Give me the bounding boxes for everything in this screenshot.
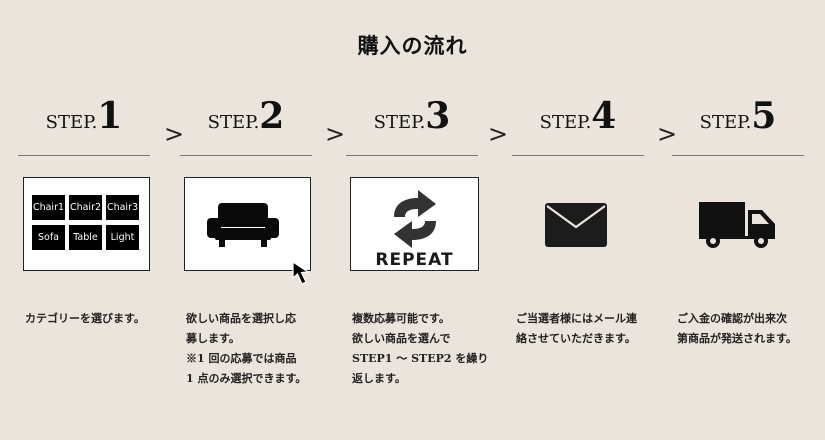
- step-5: STEP.5: [672, 95, 804, 156]
- step-number: 4: [591, 95, 617, 137]
- sofa-icon: [207, 203, 279, 247]
- step-word: STEP.: [207, 112, 260, 133]
- category-tile[interactable]: Sofa: [32, 225, 65, 250]
- description-line: 絡させていただきます。: [516, 332, 636, 345]
- step-3-label: STEP.3: [346, 95, 478, 147]
- category-tile[interactable]: Table: [69, 225, 102, 250]
- repeat-arrows-icon: [394, 190, 436, 248]
- envelope-icon: [545, 203, 607, 247]
- step-2-description: 欲しい商品を選択し応 募します。 ※1 回の応募では商品 1 点のみ選択できます…: [186, 309, 321, 389]
- step-3: STEP.3: [346, 95, 478, 156]
- step-word: STEP.: [539, 112, 592, 133]
- step-5-description: ご入金の確認が出来次 第商品が発送されます。: [677, 309, 812, 349]
- step-4-description: ご当選者様にはメール連 絡させていただきます。: [516, 309, 651, 349]
- category-grid: Chair1 Chair2 Chair3 Sofa Table Light: [32, 195, 139, 250]
- description-line: 複数応募可能です。: [352, 312, 450, 325]
- step-number: 2: [259, 95, 285, 137]
- category-tile[interactable]: Chair1: [32, 195, 65, 220]
- step-word: STEP.: [699, 112, 752, 133]
- description-line: 欲しい商品を選んで: [352, 332, 451, 345]
- step-4: STEP.4: [512, 95, 644, 156]
- description-line: ご入金の確認が出来次: [677, 312, 787, 325]
- category-tile[interactable]: Chair3: [106, 195, 139, 220]
- step-3-description: 複数応募可能です。 欲しい商品を選んで STEP1 ～ STEP2 を繰り 返し…: [352, 309, 489, 389]
- step-5-label: STEP.5: [672, 95, 804, 147]
- step-divider: [180, 155, 312, 156]
- description-line: 第商品が発送されます。: [677, 332, 797, 345]
- step-2-label: STEP.2: [180, 95, 312, 147]
- repeat-label: REPEAT: [375, 250, 454, 270]
- description-line: カテゴリーを選びます。: [25, 312, 145, 325]
- description-line: 欲しい商品を選択し応: [186, 312, 296, 325]
- category-tile[interactable]: Chair2: [69, 195, 102, 220]
- delivery-truck-icon: [699, 202, 775, 248]
- description-line: ※1 回の応募では商品: [186, 352, 297, 365]
- chevron-right-icon: >: [488, 120, 509, 148]
- step-2: STEP.2: [180, 95, 312, 156]
- description-line: STEP1 ～ STEP2 を繰り: [352, 352, 489, 365]
- step-divider: [672, 155, 804, 156]
- step-number: 1: [97, 95, 123, 137]
- cursor-arrow-icon: [292, 260, 310, 285]
- category-panel: Chair1 Chair2 Chair3 Sofa Table Light: [23, 177, 150, 271]
- description-line: ご当選者様にはメール連: [516, 312, 637, 325]
- step-1-description: カテゴリーを選びます。: [25, 309, 160, 329]
- category-tile[interactable]: Light: [106, 225, 139, 250]
- chevron-right-icon: >: [164, 120, 185, 148]
- page-title: 購入の流れ: [357, 33, 468, 58]
- step-word: STEP.: [45, 112, 98, 133]
- step-1-label: STEP.1: [18, 95, 150, 147]
- chevron-right-icon: >: [325, 120, 346, 148]
- step-1: STEP.1: [18, 95, 150, 156]
- description-line: 募します。: [186, 332, 240, 345]
- step-word: STEP.: [373, 112, 426, 133]
- repeat-panel: REPEAT: [350, 177, 479, 271]
- step-4-label: STEP.4: [512, 95, 644, 147]
- step-divider: [346, 155, 478, 156]
- product-select-panel: [184, 177, 311, 271]
- description-line: 返します。: [352, 372, 406, 385]
- step-number: 5: [751, 95, 777, 137]
- chevron-right-icon: >: [657, 120, 678, 148]
- step-divider: [512, 155, 644, 156]
- delivery-panel: [672, 177, 804, 271]
- description-line: 1 点のみ選択できます。: [186, 372, 307, 385]
- step-divider: [18, 155, 150, 156]
- step-number: 3: [425, 95, 451, 137]
- notification-panel: [512, 177, 644, 271]
